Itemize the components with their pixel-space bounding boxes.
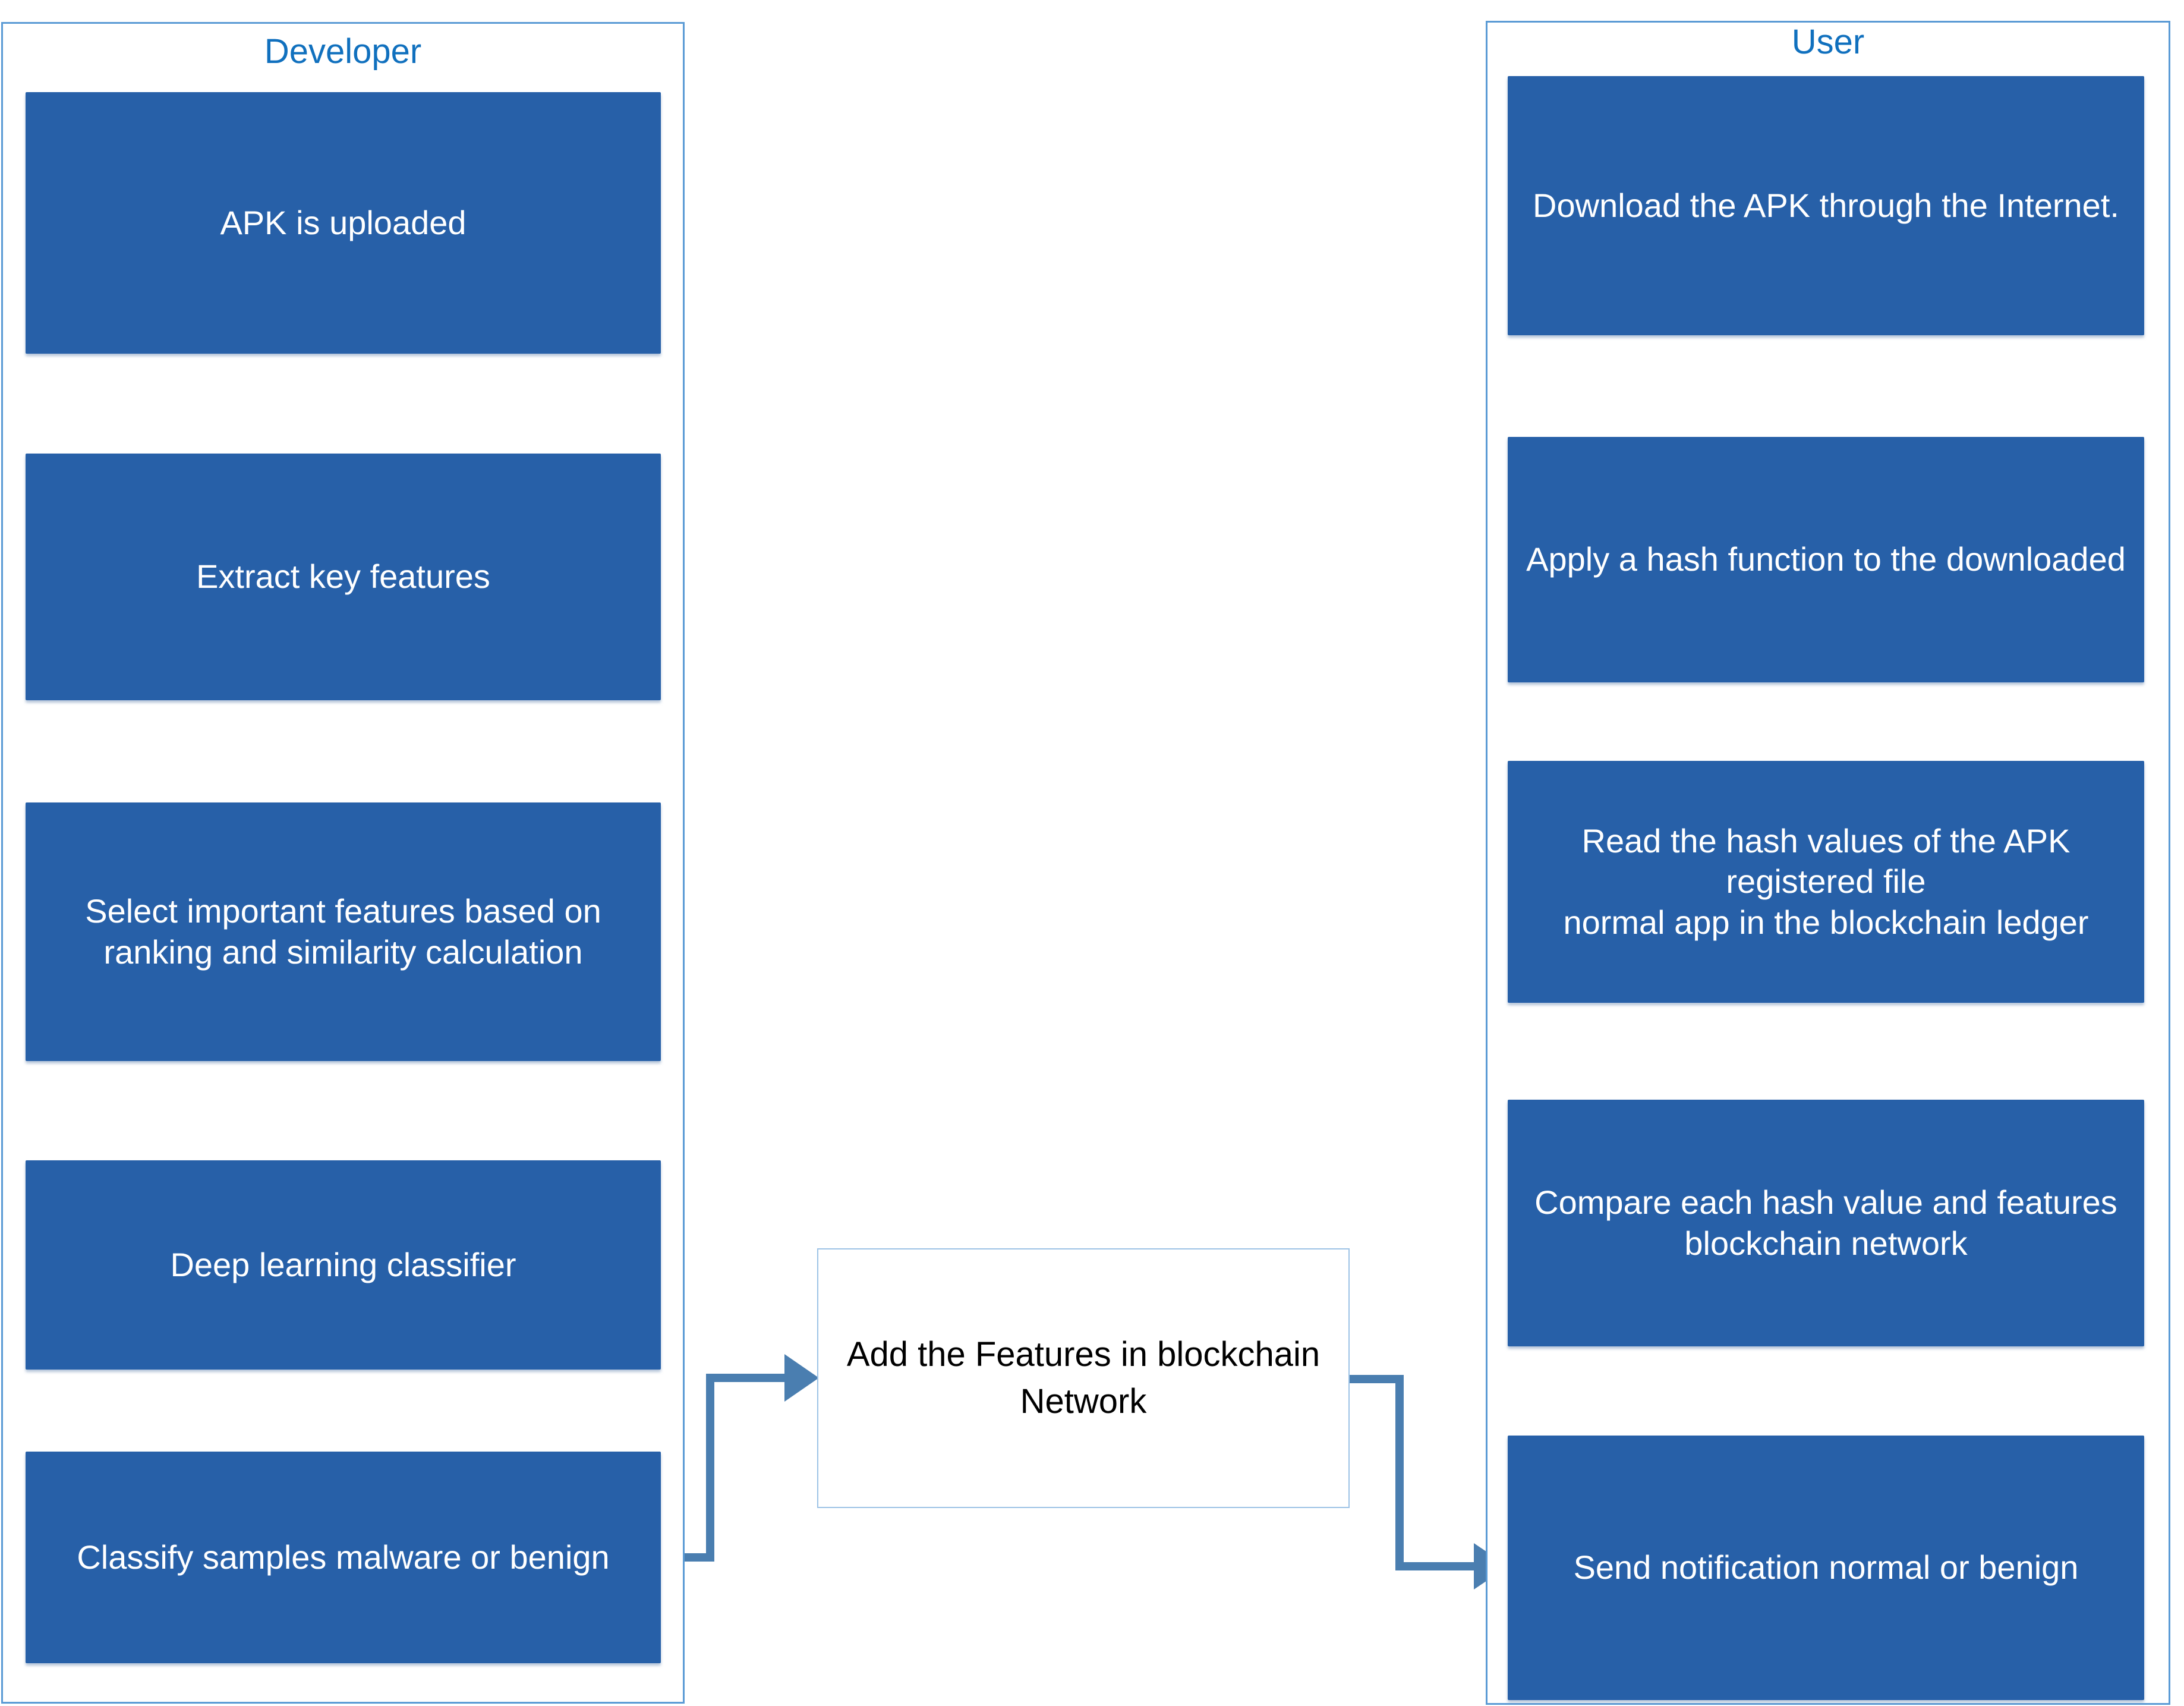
node-label: Deep learning classifier [170, 1245, 516, 1283]
node-download-the-apk[interactable]: Download the APK through the Internet. [1508, 76, 2144, 335]
node-compare-each-hash-value[interactable]: Compare each hash value and features blo… [1508, 1100, 2144, 1346]
node-read-the-hash-values[interactable]: Read the hash values of the APK register… [1508, 761, 2144, 1003]
lane-title-user: User [1791, 23, 1865, 61]
node-apply-a-hash-function[interactable]: Apply a hash function to the downloaded [1508, 437, 2144, 682]
connector-addfeatures-to-sendnotif [1350, 1375, 1508, 1589]
node-label-line1: Read the hash values of the APK register… [1581, 822, 2070, 901]
node-select-important-features[interactable]: Select important features based on ranki… [26, 802, 661, 1061]
node-label: Download the APK through the Internet. [1533, 186, 2119, 224]
node-label: Extract key features [196, 558, 490, 596]
node-label: Add the Features in blockchain Network [846, 1335, 1321, 1421]
node-label: APK is uploaded [220, 203, 467, 241]
node-add-the-features-in-blockchain-network[interactable]: Add the Features in blockchain Network [817, 1248, 1350, 1508]
node-extract-key-features[interactable]: Extract key features [26, 454, 661, 700]
node-label: Compare each hash value and features blo… [1534, 1184, 2117, 1262]
node-label: Send notification normal or benign [1573, 1548, 2079, 1587]
node-classify-samples-malware-or-benign[interactable]: Classify samples malware or benign [26, 1452, 661, 1663]
node-label: Select important features based on ranki… [85, 892, 601, 971]
node-label: Classify samples malware or benign [77, 1538, 610, 1576]
node-deep-learning-classifier[interactable]: Deep learning classifier [26, 1160, 661, 1370]
node-send-notification-normal-or-benign[interactable]: Send notification normal or benign [1508, 1436, 2144, 1700]
node-apk-is-uploaded[interactable]: APK is uploaded [26, 92, 661, 354]
node-label: Apply a hash function to the downloaded [1526, 540, 2126, 578]
lane-title-developer: Developer [264, 32, 422, 71]
node-label-line2: normal app in the blockchain ledger [1563, 903, 2089, 941]
